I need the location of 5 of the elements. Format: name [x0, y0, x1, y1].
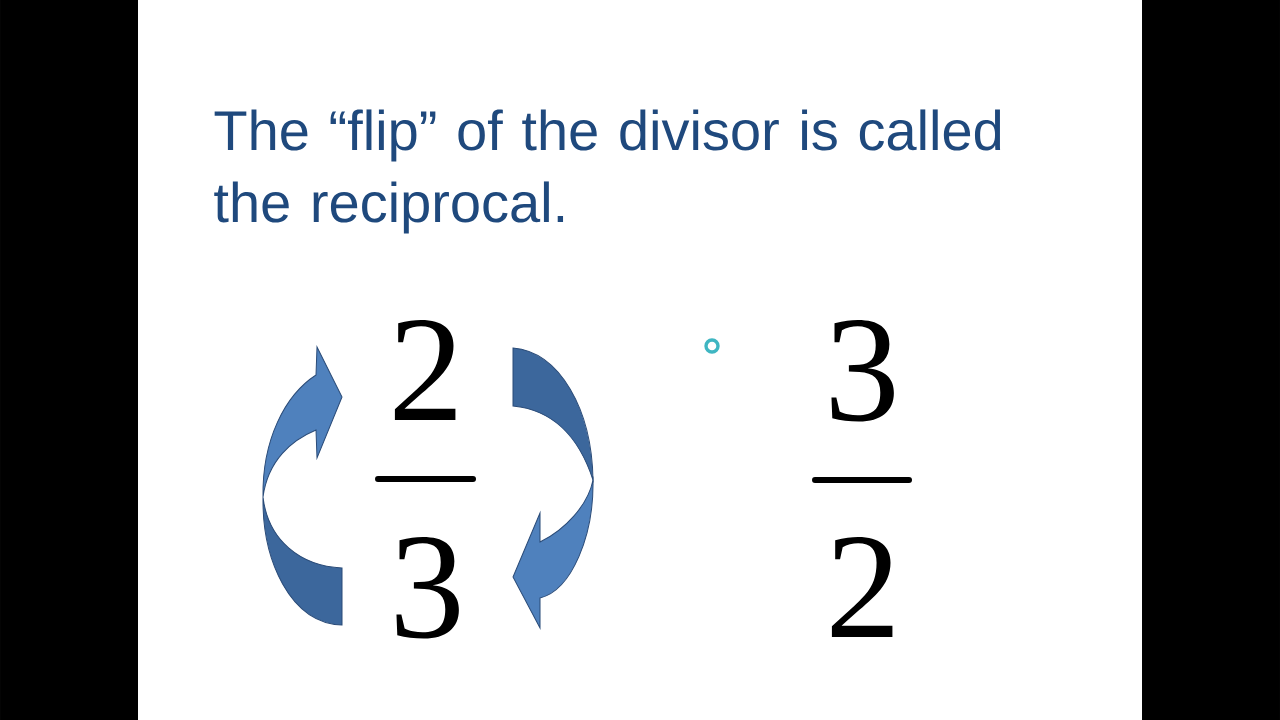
slide-title: The “flip” of the divisor is called the reciprocal.: [214, 109, 1001, 234]
fraction-denominator: 2: [831, 537, 893, 637]
fraction-numerator: 3: [831, 320, 894, 422]
fraction-denominator: 3: [396, 537, 459, 639]
fraction-numerator: 2: [394, 320, 456, 420]
